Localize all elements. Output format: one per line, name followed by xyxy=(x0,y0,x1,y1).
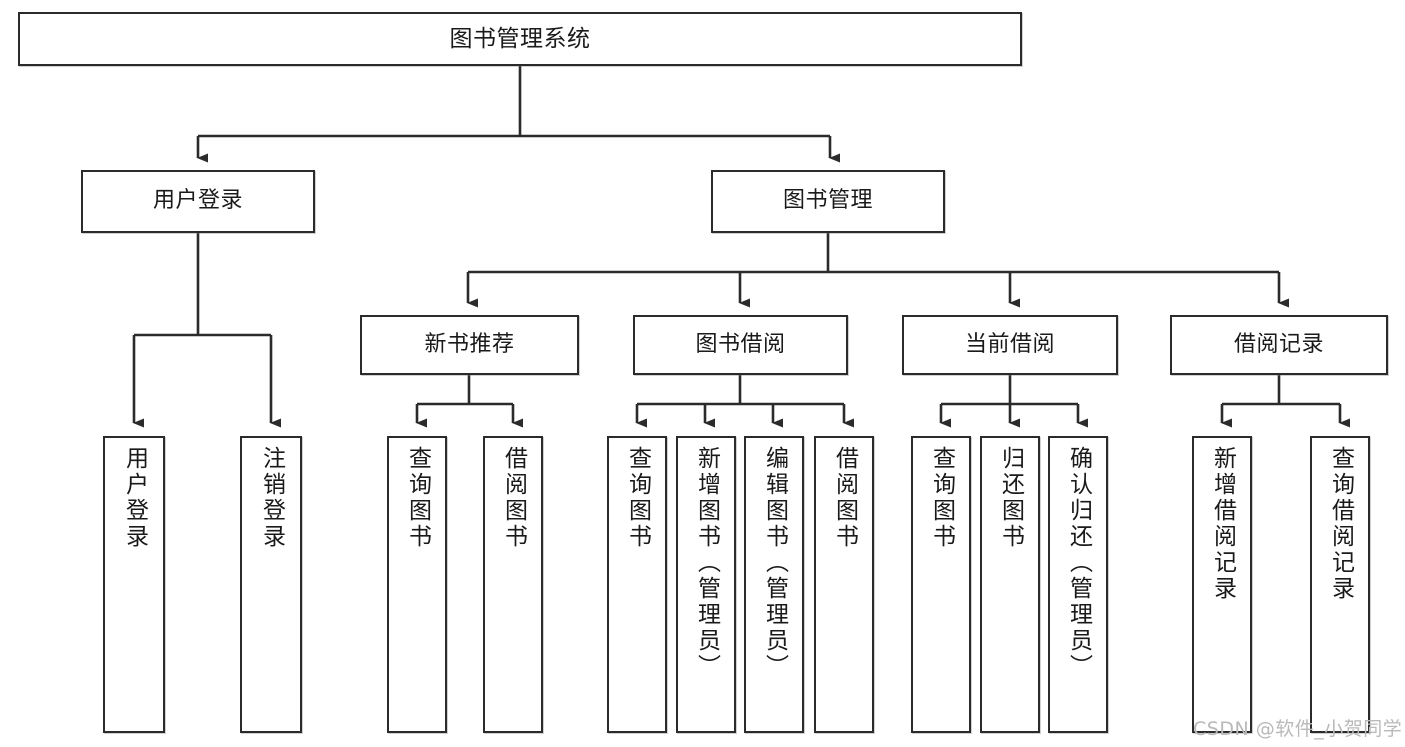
node-label: 图书借阅 xyxy=(695,331,786,357)
leaf-query-book-recommendation[interactable]: 查询图书 xyxy=(387,436,447,733)
leaf-query-book-current[interactable]: 查询图书 xyxy=(911,436,971,733)
node-label: 新增图书（管理员） xyxy=(693,446,720,680)
leaf-edit-book-admin[interactable]: 编辑图书（管理员） xyxy=(744,436,804,733)
csdn-watermark: CSDN @软件_小贺同学 xyxy=(1193,718,1403,740)
node-label: 查询借阅记录 xyxy=(1327,446,1354,602)
node-book-borrowing[interactable]: 图书借阅 xyxy=(633,315,848,375)
leaf-confirm-return-admin[interactable]: 确认归还（管理员） xyxy=(1048,436,1108,733)
node-label: 当前借阅 xyxy=(964,331,1055,357)
leaf-user-logout[interactable]: 注销登录 xyxy=(240,436,302,733)
node-new-book-recommendation[interactable]: 新书推荐 xyxy=(360,315,579,375)
node-book-management[interactable]: 图书管理 xyxy=(711,170,945,233)
node-label: 归还图书 xyxy=(997,446,1024,550)
leaf-return-book[interactable]: 归还图书 xyxy=(980,436,1040,733)
node-label: 注销登录 xyxy=(258,446,285,550)
node-label: 借阅图书 xyxy=(500,446,527,550)
node-current-borrowing[interactable]: 当前借阅 xyxy=(902,315,1118,375)
leaf-borrow-book-borrowing[interactable]: 借阅图书 xyxy=(814,436,874,733)
node-label: 查询图书 xyxy=(624,446,651,550)
node-label: 新增借阅记录 xyxy=(1209,446,1236,602)
leaf-query-book-borrowing[interactable]: 查询图书 xyxy=(607,436,667,733)
node-label: 借阅图书 xyxy=(831,446,858,550)
leaf-user-login[interactable]: 用户登录 xyxy=(103,436,165,733)
leaf-query-borrowing-record[interactable]: 查询借阅记录 xyxy=(1310,436,1370,733)
leaf-add-borrowing-record[interactable]: 新增借阅记录 xyxy=(1192,436,1252,733)
node-label: 图书管理 xyxy=(782,188,873,214)
leaf-borrow-book-recommendation[interactable]: 借阅图书 xyxy=(483,436,543,733)
node-root-book-management-system[interactable]: 图书管理系统 xyxy=(18,12,1022,66)
node-borrowing-records[interactable]: 借阅记录 xyxy=(1170,315,1388,375)
node-label: 编辑图书（管理员） xyxy=(761,446,788,680)
node-user-login[interactable]: 用户登录 xyxy=(81,170,315,233)
node-label: 图书管理系统 xyxy=(449,25,591,52)
node-label: 查询图书 xyxy=(928,446,955,550)
leaf-add-book-admin[interactable]: 新增图书（管理员） xyxy=(676,436,736,733)
node-label: 用户登录 xyxy=(121,446,148,550)
node-label: 查询图书 xyxy=(404,446,431,550)
node-label: 用户登录 xyxy=(152,188,243,214)
node-label: 新书推荐 xyxy=(424,331,515,357)
node-label: 借阅记录 xyxy=(1233,331,1324,357)
node-label: 确认归还（管理员） xyxy=(1065,446,1092,680)
